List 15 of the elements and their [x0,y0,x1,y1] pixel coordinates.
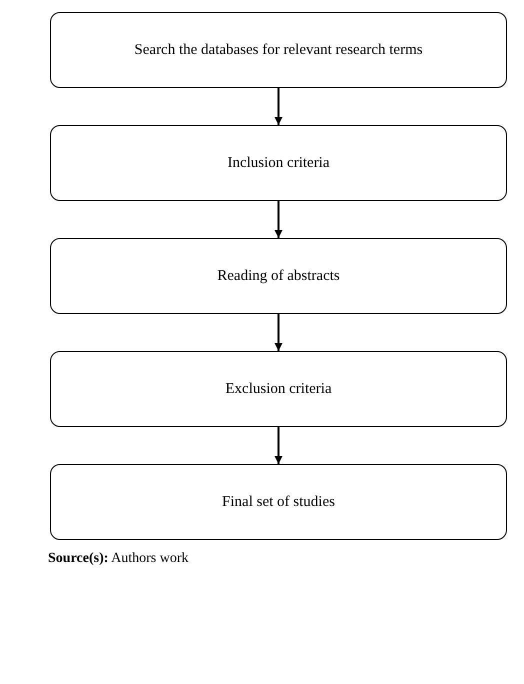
source-caption: Source(s): Authors work [48,550,189,568]
process-box [50,351,507,427]
arrow [274,427,282,464]
process-box [50,238,507,314]
process-box [50,125,507,201]
arrow [274,88,282,125]
box-text: Inclusion criteria [227,154,330,173]
box-text: Reading of abstracts [217,266,340,286]
process-box [50,464,507,540]
box-text: Search the databases for relevant research terms [134,40,423,60]
box-text: Exclusion criteria [225,380,332,399]
arrow [274,314,282,351]
process-box [50,12,507,88]
box-text: Final set of studies [222,492,335,512]
arrow [274,201,282,238]
